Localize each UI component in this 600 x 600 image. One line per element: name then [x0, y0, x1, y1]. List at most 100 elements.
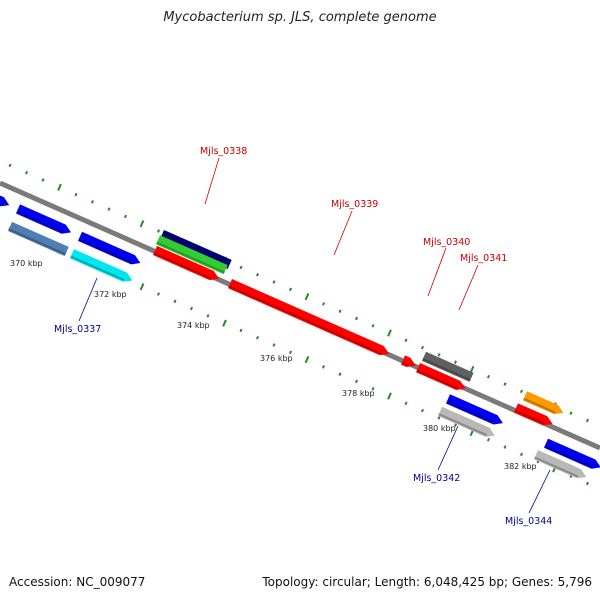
gene-arrow-mjls-0339-body: [227, 279, 390, 356]
gene-arrow-mjls-0344: [533, 450, 587, 479]
kbp-label-374: 374 kbp: [177, 321, 210, 330]
tick-upper-15: [255, 272, 260, 277]
tick-lower-30: [503, 445, 507, 449]
gene-arrow-mjls-0340-shade: [401, 361, 408, 367]
tick-lower-35: [585, 481, 590, 486]
gene-arrow-mjls-0344-shade: [534, 456, 579, 478]
kbp-label-372: 372 kbp: [94, 290, 127, 299]
leader-mjls-0338: [204, 157, 220, 205]
tick-lower-9: [156, 292, 161, 296]
gene-arrow-mjls-0341-body: [421, 351, 474, 382]
tick-lower-19: [321, 365, 326, 369]
leader-mjls-0342: [437, 425, 459, 471]
leader-mjls-0337: [78, 277, 98, 322]
gene-label-mjls-0338: Mjls_0338: [200, 146, 247, 157]
tick-upper-22: [371, 323, 375, 328]
gene-arrow-mjls-0340-body: [400, 355, 416, 367]
gene-arrow-h-shade: [416, 369, 458, 390]
gene-arrow-g-shade: [153, 252, 211, 280]
tick-lower-11: [189, 306, 194, 311]
tick-lower-15: [255, 335, 260, 340]
tick-upper-9: [156, 229, 161, 233]
gene-arrow-i: [437, 406, 495, 437]
tick-upper-5: [90, 200, 95, 204]
gene-arrow-g: [152, 245, 220, 281]
gene-arrow-mjls-0342: [445, 394, 503, 425]
tick-upper-26: [437, 353, 441, 357]
gene-arrow-f-body: [155, 235, 228, 275]
kbp-labels: 370 kbp 372 kbp 374 kbp 376 kbp 378 kbp …: [10, 259, 537, 471]
tick-upper-1: [24, 170, 29, 175]
tick-upper-27: [453, 360, 458, 364]
tick-upper-3: [57, 183, 62, 191]
tick-upper-25: [420, 345, 425, 350]
tick-upper-8: [139, 220, 145, 228]
tick-lower-22: [371, 386, 375, 391]
gene-arrow-g-body: [152, 245, 220, 281]
gene-arrow-k: [522, 391, 564, 415]
gene-arrow-b-shade: [16, 210, 63, 233]
tick-upper-34: [569, 411, 573, 415]
gene-arrow-mjls-0340: [400, 355, 416, 367]
tick-upper-21: [354, 316, 359, 321]
gene-arrow-j-shade: [514, 409, 545, 425]
gene-arrow-c: [77, 231, 141, 265]
gene-features: [0, 187, 600, 479]
gene-arrow-b-body: [15, 204, 72, 234]
gene-arrow-a: [0, 187, 10, 207]
map-title: Mycobacterium sp. JLS, complete genome: [163, 10, 437, 25]
gene-arrow-mjls-0342-body: [445, 394, 503, 425]
gene-arrow-f-shade: [156, 241, 225, 274]
gene-arrow-i-body: [437, 406, 495, 437]
gene-arrow-a-body: [0, 187, 10, 207]
kbp-label-370: 370 kbp: [10, 259, 43, 268]
tick-upper-23: [387, 329, 392, 337]
gene-arrow-k-shade: [523, 397, 556, 414]
tick-upper-7: [123, 214, 128, 219]
gene-labels: Mjls_0338 Mjls_0339 Mjls_0340 Mjls_0341 …: [54, 146, 552, 527]
tick-upper-17: [288, 287, 293, 292]
tick-upper-20: [338, 309, 342, 313]
gene-arrow-i-shade: [438, 413, 487, 437]
gene-arrow-d: [7, 221, 69, 257]
gene-label-mjls-0341: Mjls_0341: [460, 253, 507, 264]
gene-arrow-mjls-0339: [227, 279, 390, 356]
tick-upper-29: [486, 374, 491, 379]
gene-arrow-c-shade: [78, 238, 133, 264]
gene-arrow-mjls-0337-shade: [70, 255, 125, 281]
tick-lower-25: [420, 408, 425, 413]
leader-mjls-0341: [458, 264, 479, 311]
gene-arrow-b: [15, 204, 72, 234]
gene-arrow-j-body: [513, 403, 553, 426]
tick-lower-17: [288, 350, 293, 355]
gene-arrow-mjls-0339-shade: [228, 285, 382, 355]
gene-label-mjls-0342: Mjls_0342: [413, 473, 460, 484]
gene-label-mjls-0339: Mjls_0339: [331, 199, 378, 210]
tick-upper-19: [321, 302, 326, 306]
tick-lower-31: [519, 452, 524, 457]
tick-upper-6: [107, 207, 111, 211]
leader-mjls-0339: [333, 210, 353, 256]
tick-upper-2: [41, 178, 45, 182]
gene-arrow-mjls-0341-shade: [422, 358, 471, 381]
tick-lower-14: [239, 328, 243, 333]
gene-label-leaders: [78, 157, 551, 514]
tick-lower-13: [222, 319, 227, 327]
kbp-label-378: 378 kbp: [342, 389, 375, 398]
gene-arrow-d-shade: [8, 228, 66, 256]
tick-upper-28: [469, 365, 475, 374]
tick-upper-24: [404, 338, 408, 343]
gene-arrow-c-body: [77, 231, 141, 265]
tick-lower-29: [486, 437, 491, 442]
tick-upper-30: [503, 382, 507, 386]
kbp-label-380: 380 kbp: [423, 424, 456, 433]
tick-lower-24: [404, 401, 408, 406]
gene-arrow-mjls-0341: [421, 351, 474, 382]
gene-arrow-h-body: [415, 363, 466, 390]
genome-summary-text: Topology: circular; Length: 6,048,425 bp…: [262, 575, 592, 589]
tick-lower-21: [354, 379, 359, 384]
gene-label-mjls-0344: Mjls_0344: [505, 516, 552, 527]
tick-upper-0: [8, 163, 12, 168]
tick-upper-16: [272, 280, 276, 284]
